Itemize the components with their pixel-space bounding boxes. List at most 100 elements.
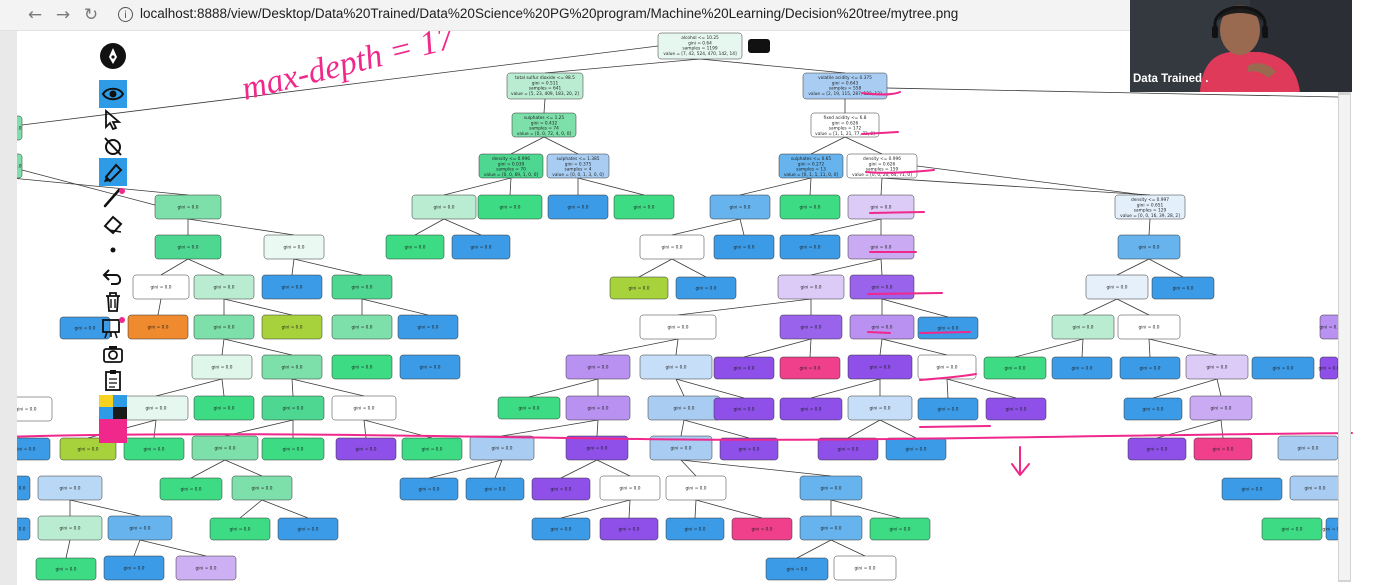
tree-leaf-label: gini = 0.0 <box>800 407 821 413</box>
tree-node-label: gini = 0.64 <box>688 40 712 46</box>
tree-leaf-label: gini = 0.0 <box>1072 325 1093 331</box>
dot-icon[interactable] <box>99 236 127 264</box>
tree-node-box <box>123 437 185 461</box>
tree-leaf: gini = 0.0 <box>799 475 863 501</box>
marker-icon[interactable] <box>99 158 127 186</box>
tree-edge <box>361 298 429 316</box>
tree-leaf: gini = 0.0 <box>665 517 725 541</box>
webcam-overlay: Data Trained . <box>1130 0 1352 92</box>
tree-leaf-label: gini = 0.0 <box>433 205 454 211</box>
tree-leaf-label: gini = 0.0 <box>518 406 539 412</box>
tree-node-box <box>657 32 743 60</box>
forward-icon[interactable]: → <box>55 5 71 25</box>
tree-node-box <box>385 234 445 260</box>
tree-leaf: gini = 0.0 <box>193 314 255 340</box>
tree-node-box <box>209 517 271 541</box>
tree-leaf-label: gini = 0.0 <box>661 245 682 251</box>
tree-leaf-label: gini = 0.0 <box>786 567 807 573</box>
tree-leaf-label: gini = 0.0 <box>837 447 858 453</box>
tree-leaf: gini = 0.0 <box>37 515 103 541</box>
trash-icon[interactable] <box>99 288 127 316</box>
tree-node-label: gini = 0.651 <box>1137 202 1164 208</box>
address-bar[interactable]: localhost:8888/view/Desktop/Data%20Train… <box>140 6 959 21</box>
tree-leaf: gini = 0.0 <box>599 475 661 501</box>
tree-leaf-label: gini = 0.0 <box>281 285 302 291</box>
tree-node-label: samples = 70 <box>496 167 526 173</box>
tree-edge <box>187 258 225 276</box>
tree-leaf: gini = 0.0 <box>1051 314 1115 340</box>
tree-node-box <box>713 397 775 421</box>
tree-leaf: gini = 0.0 <box>799 515 863 541</box>
tree-leaf: gini = 0.0 <box>497 396 561 420</box>
tree-edge <box>739 177 812 196</box>
tree-leaf-label: gini = 0.0 <box>213 406 234 412</box>
pen-icon[interactable] <box>99 184 127 212</box>
tree-leaf-label: gini = 0.0 <box>143 447 164 453</box>
tree-leaf: gini = 0.0 <box>565 395 631 421</box>
no-pointer-icon[interactable] <box>99 132 127 160</box>
tree-edge <box>190 459 226 479</box>
tree-leaf: gini = 0.0 <box>833 555 897 581</box>
tree-edge <box>543 136 579 155</box>
tree-leaf: gini = 0.0 <box>885 437 947 461</box>
scrollbar-thumb[interactable] <box>1339 95 1350 580</box>
tree-leaf-label: gini = 0.0 <box>1304 486 1325 492</box>
tree-edge <box>1148 218 1151 236</box>
tree-edge <box>239 499 263 519</box>
tree-leaf: gini = 0.0 <box>261 354 323 380</box>
tree-node-box <box>810 112 880 138</box>
tree-node-label: value = [0, 0, 72, 4, 0, 0] <box>517 131 572 137</box>
tree-leaf-label: gini = 0.0 <box>491 446 512 452</box>
tree-edge <box>293 258 363 276</box>
tree-leaf-label: gini = 0.0 <box>936 365 957 371</box>
tree-leaf-label: gini = 0.0 <box>177 245 198 251</box>
back-icon[interactable]: ← <box>27 5 43 25</box>
tree-node-label: samples = 159 <box>866 167 899 173</box>
tree-leaf: gini = 0.0 <box>917 354 977 380</box>
pen-annotations <box>0 91 1353 476</box>
tree-leaf: gini = 0.0 <box>261 314 323 340</box>
tree-leaf: gini = 0.0 <box>37 475 103 501</box>
tree-leaf-label: gini = 0.0 <box>177 205 198 211</box>
tree-leaf-label: gini = 0.0 <box>1322 527 1343 533</box>
reload-icon[interactable]: ↻ <box>83 5 99 25</box>
tree-leaf-label: gini = 0.0 <box>670 446 691 452</box>
tree-node-box <box>847 395 913 421</box>
eraser-icon[interactable] <box>99 210 127 238</box>
tree-leaf: gini = 0.0 <box>59 437 117 461</box>
tree-node-box <box>59 316 111 340</box>
camera-icon[interactable] <box>99 340 127 368</box>
tree-leaf: gini = 0.0 <box>1289 475 1341 501</box>
color-palette-icon[interactable] <box>99 395 127 443</box>
tree-leaf-label: gini = 0.0 <box>870 245 891 251</box>
tree-node-box <box>547 194 609 220</box>
tree-node-label: gini = 0.375 <box>565 161 592 167</box>
undo-icon[interactable] <box>99 262 127 290</box>
tree-node-box <box>599 517 659 541</box>
tree-edge <box>628 499 631 519</box>
tree-leaf: gini = 0.0 <box>599 517 659 541</box>
whiteboard-icon[interactable] <box>99 314 127 342</box>
tree-leaf-label: gini = 0.0 <box>628 286 649 292</box>
pen-tool-icon[interactable] <box>99 42 127 70</box>
tree-leaf: gini = 0.0 <box>331 354 393 380</box>
tree-leaf: gini = 0.0 <box>1117 314 1181 340</box>
tree-node-box <box>401 437 463 461</box>
tree-node-box <box>613 194 675 220</box>
tree-edge <box>69 499 141 517</box>
tree-leaf: gini = 0.0 <box>1151 276 1215 300</box>
eye-icon[interactable] <box>99 80 127 108</box>
cursor-icon[interactable] <box>99 106 127 134</box>
tree-edge <box>743 338 812 358</box>
site-info-icon[interactable]: i <box>118 7 133 22</box>
tree-edge <box>847 419 881 439</box>
browser-toolbar: ← → ↻ i localhost:8888/view/Desktop/Data… <box>0 0 1130 31</box>
tree-leaf-label: gini = 0.0 <box>550 527 571 533</box>
tree-leaf: gini = 0.0 <box>1123 397 1183 421</box>
clipboard-icon[interactable] <box>99 366 127 394</box>
tree-edge <box>881 177 1151 196</box>
tree-leaf: gini = 0.0 <box>193 395 255 421</box>
tree-leaf-label: gini = 0.0 <box>685 486 706 492</box>
tree-leaf-label: gini = 0.0 <box>417 325 438 331</box>
